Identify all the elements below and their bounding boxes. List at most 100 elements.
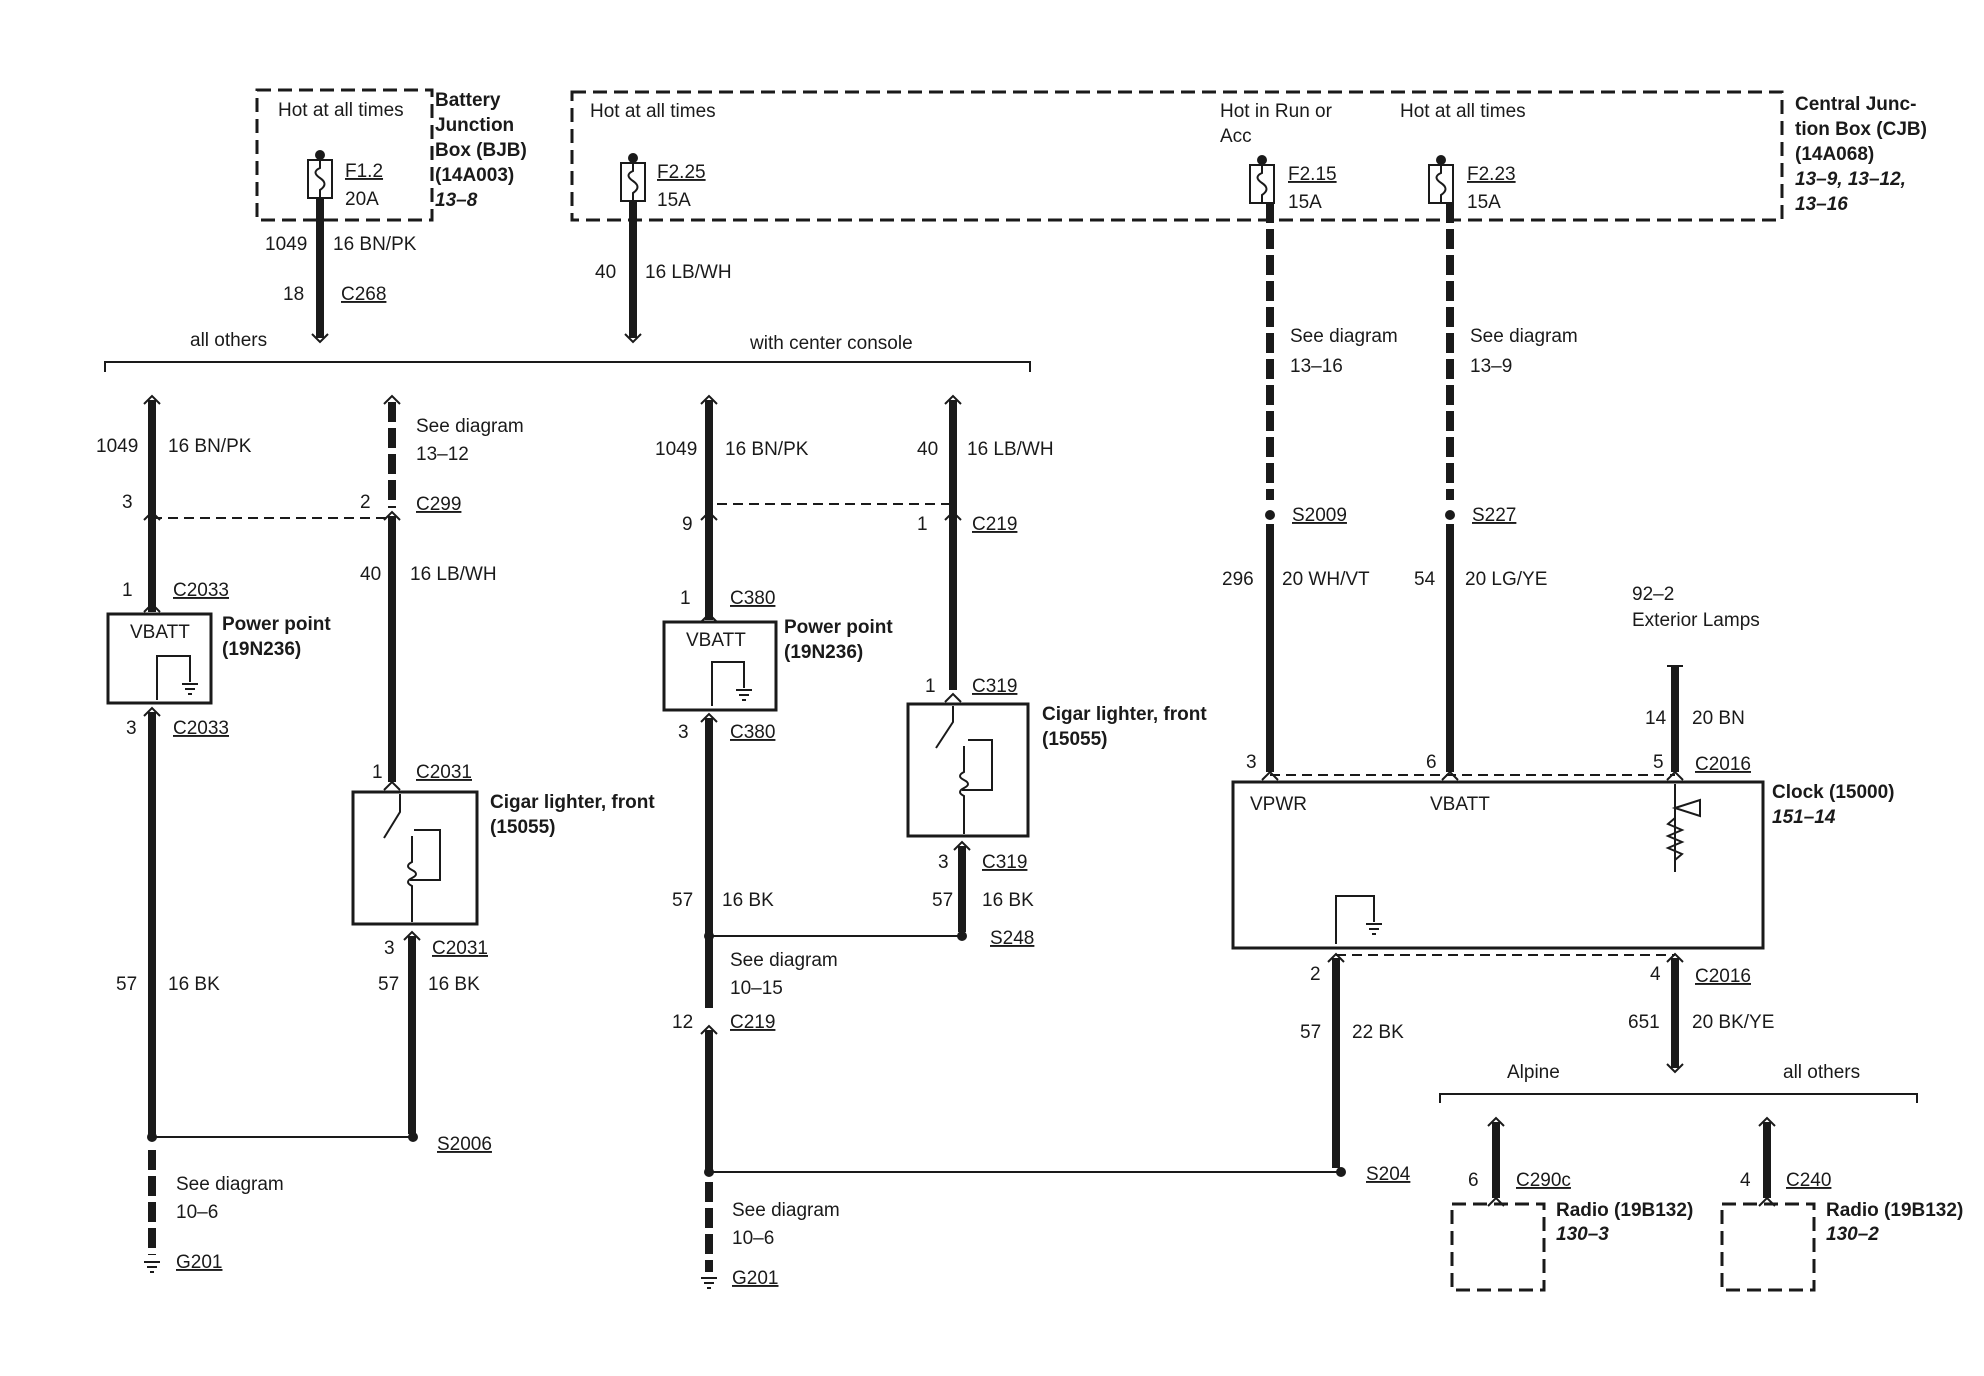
heating-element xyxy=(407,836,417,922)
vbatt-label: VBATT xyxy=(686,630,746,651)
ground-trace xyxy=(1335,895,1375,944)
pin-3: 3 xyxy=(384,938,395,959)
connector-c380: C380 xyxy=(730,588,775,609)
exterior-lamps-ref: 92–2 xyxy=(1632,584,1674,605)
circuit-14: 14 xyxy=(1645,708,1667,729)
cjb-name-line2: tion Box (CJB) xyxy=(1795,119,1927,140)
option-alpine: Alpine xyxy=(1507,1062,1560,1083)
pin-1: 1 xyxy=(372,762,383,783)
ground-trace xyxy=(711,661,745,706)
splice-dot xyxy=(704,931,714,941)
bjb-amp: 20A xyxy=(345,189,379,210)
cjb-amp-a: 15A xyxy=(657,190,691,211)
pin-5: 5 xyxy=(1653,752,1664,773)
circuit-57: 57 xyxy=(116,974,137,995)
connector-c219: C219 xyxy=(972,514,1017,535)
wire-color-bk: 16 BK xyxy=(722,890,774,911)
dimmer-wiper-icon xyxy=(1671,798,1701,818)
pin-9: 9 xyxy=(682,514,693,535)
power-point-1: VBATT xyxy=(106,612,213,705)
connector-arrow xyxy=(383,394,401,405)
diagram-ref-13-16: 13–16 xyxy=(1290,356,1343,377)
pin-1: 1 xyxy=(917,514,928,535)
bjb-fuse: F1.2 xyxy=(345,161,383,182)
clock-module: VPWR VBATT xyxy=(1231,780,1765,950)
power-point-2: VBATT xyxy=(662,620,778,712)
pin-2: 2 xyxy=(360,492,371,513)
cigar-lighter-box xyxy=(351,790,479,926)
splice-s227: S227 xyxy=(1472,505,1516,526)
wire-color-bk: 16 BK xyxy=(168,974,220,995)
battery-junction-box: Hot at all times F1.2 20A Battery Juncti… xyxy=(255,88,527,222)
circuit-651: 651 xyxy=(1628,1012,1660,1033)
option-all-others: all others xyxy=(1783,1062,1860,1083)
wire-color-bk: 16 BK xyxy=(428,974,480,995)
cjb-reference-line2: 13–16 xyxy=(1795,194,1848,215)
central-junction-box: Hot at all times Hot in Run or Acc Hot a… xyxy=(570,90,1927,222)
radio-a-reference: 130–3 xyxy=(1556,1224,1609,1245)
clock-name: Clock (15000) xyxy=(1772,782,1895,803)
pin-1: 1 xyxy=(122,580,133,601)
circuit-57: 57 xyxy=(378,974,399,995)
connector-arrow xyxy=(1666,1063,1684,1074)
connector-arrow xyxy=(944,510,962,521)
option-bracket xyxy=(104,361,1031,372)
wire-color-bk: 16 BK xyxy=(982,890,1034,911)
circuit-1049: 1049 xyxy=(265,234,307,255)
circuit-57: 57 xyxy=(672,890,693,911)
radio-b-reference: 130–2 xyxy=(1826,1224,1879,1245)
radio-option-bracket xyxy=(1439,1093,1918,1103)
cigar-lighter-name: Cigar lighter, front xyxy=(1042,704,1207,725)
pin-3: 3 xyxy=(1246,752,1257,773)
cjb-amp-c: 15A xyxy=(1467,192,1501,213)
connector-c2033: C2033 xyxy=(173,718,229,739)
diagram-ref-13-12: 13–12 xyxy=(416,444,469,465)
connector-c2016: C2016 xyxy=(1695,754,1751,775)
connector-arrow xyxy=(1441,770,1459,781)
circuit-1049: 1049 xyxy=(655,439,697,460)
dimmer-resistor-icon xyxy=(1665,817,1685,861)
pin-4: 4 xyxy=(1740,1170,1751,1191)
ground-trace xyxy=(156,655,191,700)
pin-3: 3 xyxy=(126,718,137,739)
cjb-hot-run-line2: Acc xyxy=(1220,126,1252,147)
cjb-amp-b: 15A xyxy=(1288,192,1322,213)
see-diagram-label: See diagram xyxy=(732,1200,840,1221)
cjb-fuse-c: F2.23 xyxy=(1467,164,1516,185)
pin-18: 18 xyxy=(283,284,304,305)
wire-color-lbwh: 16 LB/WH xyxy=(410,564,497,585)
ground-g201: G201 xyxy=(176,1252,222,1273)
connector-arrow xyxy=(383,780,401,791)
bjb-name-line3: Box (BJB) xyxy=(435,140,527,161)
bjb-part-number: (14A003) xyxy=(435,165,514,186)
wire-color-lbwh: 16 LB/WH xyxy=(967,439,1054,460)
switch-contact xyxy=(935,706,954,749)
connector-c290c: C290c xyxy=(1516,1170,1571,1191)
connector-arrow xyxy=(1261,770,1279,781)
wire-color-whvt: 20 WH/VT xyxy=(1282,569,1370,590)
diagram-ref-10-15: 10–15 xyxy=(730,978,783,999)
diagram-ref-13-9: 13–9 xyxy=(1470,356,1512,377)
circuit-57: 57 xyxy=(932,890,953,911)
pin-3: 3 xyxy=(122,492,133,513)
connector-arrow xyxy=(700,712,718,723)
splice-dot xyxy=(1445,510,1455,520)
wire-color-bnpk: 16 BN/PK xyxy=(168,436,252,457)
ground-icon xyxy=(182,683,198,695)
connector-arrow xyxy=(1666,770,1684,781)
clock-box xyxy=(1231,780,1765,950)
splice-s248: S248 xyxy=(990,928,1034,949)
vbatt-label: VBATT xyxy=(130,622,190,643)
connector-arrow xyxy=(143,510,161,521)
pin-6: 6 xyxy=(1468,1170,1479,1191)
pin-6: 6 xyxy=(1426,752,1437,773)
cjb-hot-run-line1: Hot in Run or xyxy=(1220,101,1333,122)
pin-4: 4 xyxy=(1650,964,1661,985)
wire-color-bn: 20 BN xyxy=(1692,708,1745,729)
connector-c299: C299 xyxy=(416,494,461,515)
option-center-console: with center console xyxy=(749,333,913,354)
ground-icon xyxy=(736,689,752,701)
connector-arrow xyxy=(624,333,642,344)
wire-color-bnpk: 16 BN/PK xyxy=(333,234,417,255)
bjb-name-line1: Battery xyxy=(435,90,501,111)
